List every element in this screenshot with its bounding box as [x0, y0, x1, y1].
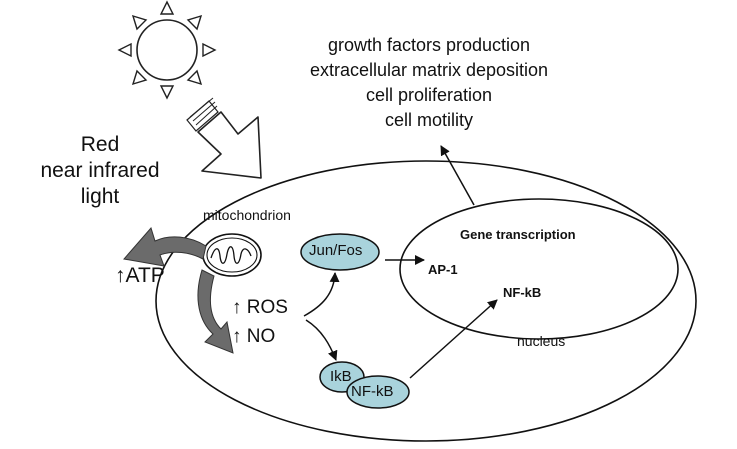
outcome-item: growth factors production: [327, 35, 531, 55]
gene-transcription-label: Gene transcription: [460, 227, 576, 242]
arrow-nucleus-to-outcomes: [440, 145, 475, 206]
light-label: Red near infrared light: [20, 132, 180, 210]
nfkb-complex-label: NF-kB: [351, 383, 394, 400]
no-label: ↑ NO: [232, 326, 276, 347]
ros-no-curved-arrow: [197, 269, 234, 354]
outcome-list: growth factors production extracellular …: [240, 33, 618, 133]
light-label-line: Red: [80, 133, 120, 156]
arrow-nfkb-to-nucleus: [409, 299, 498, 379]
light-beam-arrow: [186, 97, 262, 179]
jun-fos-oval: [300, 233, 380, 271]
arrow-ros-to-jun-fos: [303, 272, 340, 317]
nfkb-complex-oval: [346, 375, 410, 409]
nfkb-nuclear-label: NF-kB: [503, 285, 542, 300]
sun-icon: [117, 0, 217, 100]
light-label-line: light: [80, 185, 120, 208]
outcome-item: extracellular matrix deposition: [309, 60, 549, 80]
cell-membrane: [155, 160, 697, 442]
mitochondrion-icon: [202, 233, 262, 277]
mitochondrion-label: mitochondrion: [203, 207, 291, 223]
atp-label: ↑ATP: [115, 264, 165, 287]
ros-label: ↑ ROS: [232, 297, 288, 318]
jun-fos-label: Jun/Fos: [309, 242, 363, 259]
outcome-item: cell proliferation: [365, 85, 493, 105]
outcome-item: cell motility: [384, 110, 473, 130]
arrow-ros-to-ikb: [305, 319, 338, 361]
atp-curved-arrow: [123, 226, 207, 267]
light-label-line: near infrared: [40, 159, 160, 182]
nucleus-membrane: [399, 198, 679, 340]
ap1-label: AP-1: [428, 262, 458, 277]
nucleus-label: nucleus: [517, 333, 566, 349]
ikb-label: IkB: [330, 368, 352, 385]
